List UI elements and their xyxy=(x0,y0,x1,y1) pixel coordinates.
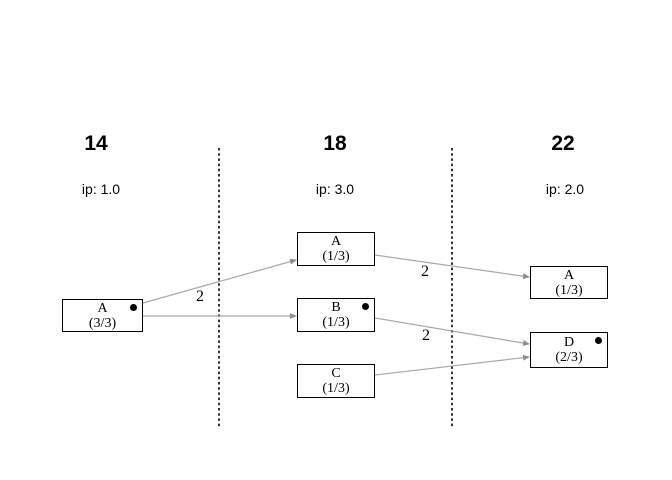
node-fraction: (1/3) xyxy=(322,381,350,396)
node-box-c18: C (1/3) xyxy=(297,364,375,398)
node-box-a22: A (1/3) xyxy=(530,266,608,299)
edge-a18-a22 xyxy=(374,254,530,280)
column-header-18: 18 xyxy=(323,132,347,155)
edge-c18-d22 xyxy=(374,354,530,376)
node-name: B xyxy=(331,300,341,315)
node-box-b18: B (1/3) xyxy=(297,298,375,332)
node-name: A xyxy=(330,234,342,249)
node-name: A xyxy=(563,267,575,283)
edge-b18-d22 xyxy=(374,317,530,346)
marker-dot-icon xyxy=(595,337,602,344)
column-header-14: 14 xyxy=(84,132,108,155)
column-header-22: 22 xyxy=(551,132,575,155)
edge-weight-label: 2 xyxy=(421,263,429,280)
node-box-a14: A (3/3) xyxy=(62,299,143,332)
node-box-a18: A (1/3) xyxy=(297,232,375,266)
node-fraction: (1/3) xyxy=(322,249,350,264)
column-ip-label-14: ip: 1.0 xyxy=(81,181,121,197)
node-name: C xyxy=(331,366,341,381)
node-fraction: (1/3) xyxy=(555,282,583,298)
marker-dot-icon xyxy=(362,303,369,310)
node-box-d22: D (2/3) xyxy=(530,332,608,368)
edge-a14-a18 xyxy=(142,258,297,304)
node-name: A xyxy=(97,300,108,316)
node-name: D xyxy=(563,335,575,350)
node-fraction: (1/3) xyxy=(322,315,350,330)
edge-weight-label: 2 xyxy=(196,288,204,305)
node-fraction: (3/3) xyxy=(88,315,117,331)
edge-weight-label: 2 xyxy=(422,327,430,344)
node-fraction: (2/3) xyxy=(555,350,583,365)
column-ip-label-18: ip: 3.0 xyxy=(315,181,355,197)
column-ip-label-22: ip: 2.0 xyxy=(545,181,585,197)
marker-dot-icon xyxy=(130,304,137,311)
